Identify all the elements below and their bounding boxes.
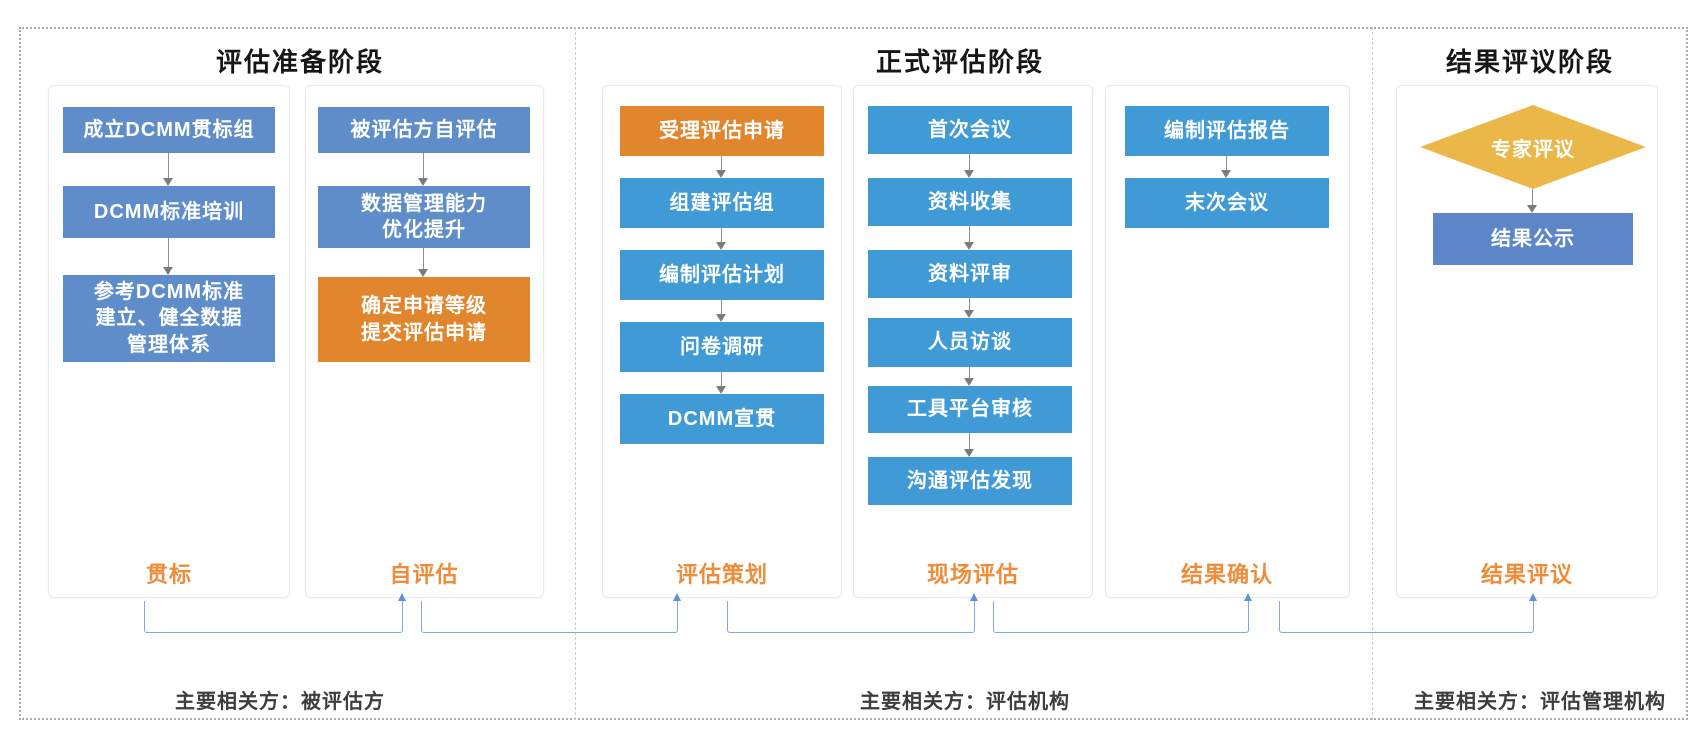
- stakeholder-text-assessment-agency: 主要相关方：评估机构: [860, 691, 1070, 713]
- down-arrow-icon: [418, 248, 429, 277]
- stage-label-result-review: 结果评议: [1480, 562, 1574, 587]
- stakeholder-text-assessed-party: 主要相关方：被评估方: [175, 691, 385, 713]
- process-box: DCMM标准培训: [63, 186, 275, 238]
- process-box: 结果公示: [1433, 213, 1633, 265]
- stage-label-confirmation: 结果确认: [1180, 562, 1274, 587]
- down-arrow-icon: [418, 153, 429, 186]
- stage-label-self-assessment: 自评估: [389, 562, 459, 587]
- down-arrow-icon: [964, 367, 975, 386]
- process-box: 确定申请等级 提交评估申请: [318, 277, 530, 362]
- stage-label-onsite: 现场评估: [926, 562, 1020, 587]
- process-box: 工具平台审核: [868, 386, 1072, 433]
- phase-title-preparation: 评估准备阶段: [215, 47, 385, 77]
- phase-divider-2: [1372, 27, 1373, 720]
- down-arrow-icon: [964, 226, 975, 250]
- process-box: 问卷调研: [620, 322, 824, 372]
- phase-title-review: 结果评议阶段: [1445, 47, 1615, 77]
- flow-connector-up-arrow: [1279, 593, 1537, 633]
- down-arrow-icon: [163, 238, 174, 275]
- down-arrow-icon: [716, 300, 727, 322]
- phase-title-formal: 正式评估阶段: [875, 47, 1045, 77]
- process-box: 人员访谈: [868, 318, 1072, 367]
- process-box: DCMM宣贯: [620, 394, 824, 444]
- stage-label-planning: 评估策划: [675, 562, 769, 587]
- flow-connector-up-arrow: [421, 593, 681, 633]
- down-arrow-icon: [163, 153, 174, 186]
- process-box: 成立DCMM贯标组: [63, 107, 275, 153]
- down-arrow-icon: [1527, 189, 1538, 213]
- down-arrow-icon: [1221, 156, 1232, 178]
- flow-connector-up-arrow: [727, 593, 978, 633]
- process-box: 被评估方自评估: [318, 107, 530, 153]
- down-arrow-icon: [716, 372, 727, 394]
- process-box: 数据管理能力 优化提升: [318, 186, 530, 248]
- phase-divider-1: [575, 27, 576, 720]
- process-box: 编制评估计划: [620, 250, 824, 300]
- process-box: 组建评估组: [620, 178, 824, 228]
- process-box: 受理评估申请: [620, 106, 824, 156]
- down-arrow-icon: [716, 156, 727, 178]
- down-arrow-icon: [964, 433, 975, 457]
- process-box: 沟通评估发现: [868, 457, 1072, 505]
- process-box: 首次会议: [868, 106, 1072, 154]
- down-arrow-icon: [964, 154, 975, 178]
- process-box: 末次会议: [1125, 178, 1329, 228]
- down-arrow-icon: [716, 228, 727, 250]
- process-box: 资料收集: [868, 178, 1072, 226]
- outer-dotted-border: [19, 27, 1688, 720]
- flow-connector-up-arrow: [993, 593, 1252, 633]
- stage-label-guanbiao: 贯标: [145, 562, 193, 587]
- stakeholder-text-admin-agency: 主要相关方：评估管理机构: [1414, 691, 1666, 713]
- process-box: 资料评审: [868, 250, 1072, 298]
- process-box: 参考DCMM标准 建立、健全数据 管理体系: [63, 275, 275, 362]
- down-arrow-icon: [964, 298, 975, 318]
- process-box: 编制评估报告: [1125, 106, 1329, 156]
- flow-connector-up-arrow: [144, 593, 406, 633]
